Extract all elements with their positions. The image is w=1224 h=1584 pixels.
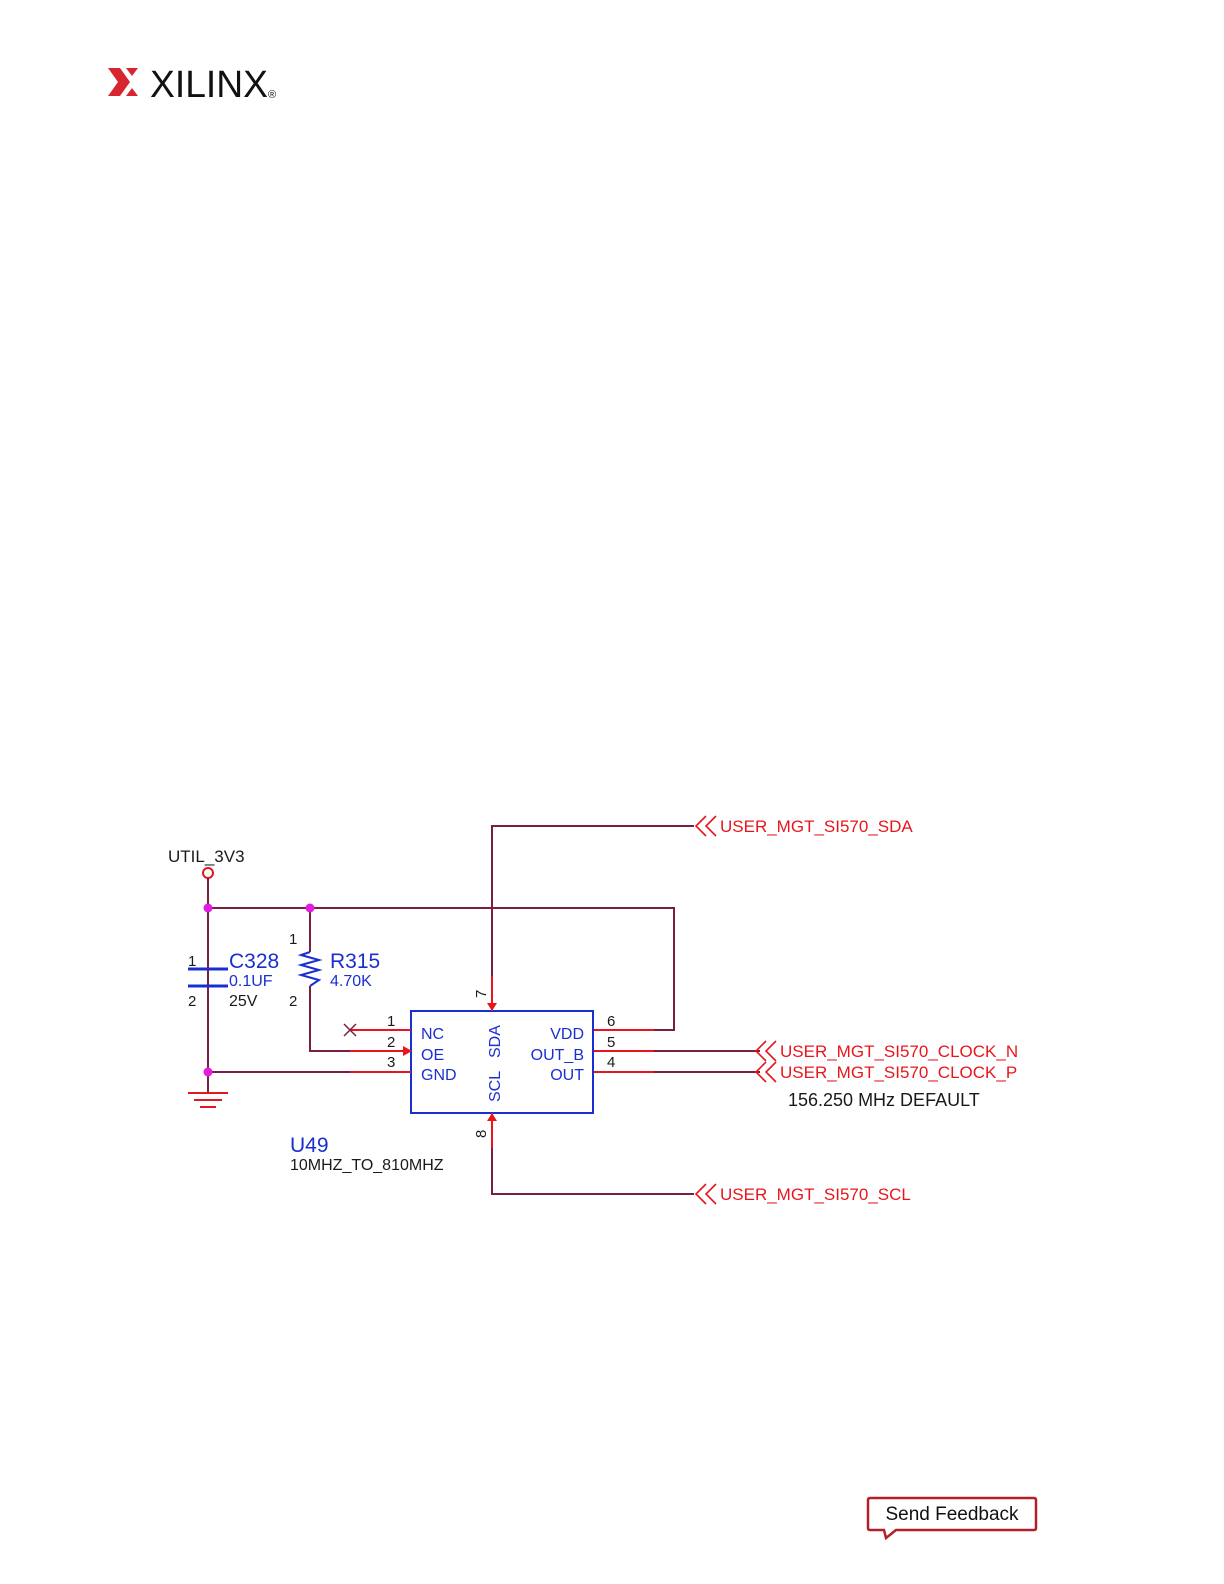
ic-pin-number: 3 [387,1054,395,1071]
resistor-ref: R315 [330,950,380,973]
junction-dot [204,1068,213,1077]
ic-ref: U49 [290,1134,329,1157]
ic-pin-number: 6 [607,1013,615,1030]
resistor-pin1-label: 1 [289,931,297,948]
scl-connector-icon [696,1184,716,1204]
sda-wire [492,826,694,976]
resistor-pin2-label: 2 [289,993,297,1010]
frequency-note: 156.250 MHz DEFAULT [788,1090,980,1110]
scl-wire [492,1148,694,1194]
ic-pin-name: OUT [550,1067,584,1084]
ic-right-pin-lines [594,1030,654,1072]
ic-part: 10MHZ_TO_810MHZ [290,1157,444,1174]
ic-pin-name: SDA [487,1025,504,1058]
ic-pin-name: VDD [550,1026,584,1043]
send-feedback-label: Send Feedback [885,1504,1019,1525]
net-label-clock-n: USER_MGT_SI570_CLOCK_N [780,1042,1018,1061]
ic-pin-number: 4 [607,1054,615,1071]
sda-pin-arrow [487,1003,497,1011]
ic-pin-number: 2 [387,1034,395,1051]
resistor-symbol [301,952,319,986]
sda-connector-icon [696,816,716,836]
capacitor-ref: C328 [229,950,279,973]
ic-pin-number: 7 [473,990,490,998]
capacitor-voltage: 25V [229,993,258,1010]
ic-pin-number: 1 [387,1013,395,1030]
ic-pin-name: SCL [487,1071,504,1102]
net-label-sda: USER_MGT_SI570_SDA [720,817,913,836]
net-label-clock-p: USER_MGT_SI570_CLOCK_P [780,1063,1017,1082]
net-label-scl: USER_MGT_SI570_SCL [720,1185,911,1204]
ic-pin-name: OE [421,1047,444,1064]
ic-pin-name: GND [421,1067,457,1084]
ic-pin-number: 5 [607,1034,615,1051]
ic-pin-name: NC [421,1026,444,1043]
power-source-symbol [203,868,213,878]
ground-wire [208,1072,350,1092]
capacitor-pin1-label: 1 [188,953,196,970]
ic-pin-number: 8 [473,1130,490,1138]
scl-pin-arrow [487,1113,497,1121]
clock-output-wires [654,1051,760,1072]
send-feedback-button[interactable]: Send Feedback [866,1496,1038,1542]
ground-symbol [188,1093,228,1107]
junction-dot [204,904,213,913]
junction-dot [306,904,315,913]
power-net-label: UTIL_3V3 [168,847,245,866]
capacitor-value: 0.1UF [229,973,273,990]
capacitor-pin2-label: 2 [188,993,196,1010]
ic-pin-name: OUT_B [531,1047,584,1064]
resistor-value: 4.70K [330,973,372,990]
ic-left-pin-lines [350,1030,411,1072]
